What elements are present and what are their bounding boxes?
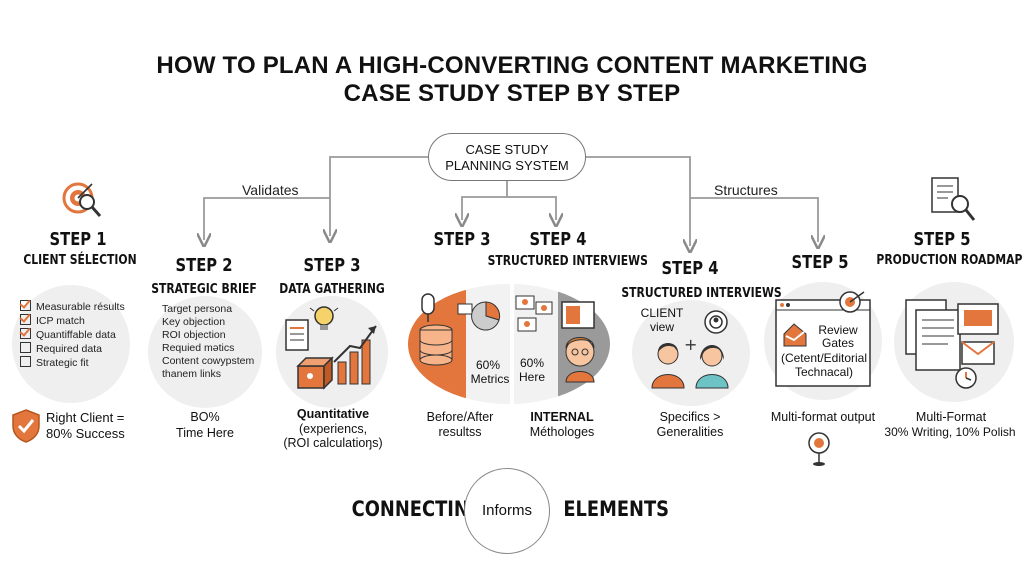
step1-checklist: Measurable résults ICP match Quantiffabl… xyxy=(20,300,125,370)
brief-item: Key objection xyxy=(162,316,226,328)
page-subtitle: CASE STUDY STEP BY STEP xyxy=(343,80,681,107)
people-gear-icon: + xyxy=(651,310,729,389)
hub-to-step4-line xyxy=(586,156,690,246)
step2-name: STRATEGIC BRIEF xyxy=(151,281,257,297)
structures-label: Structures xyxy=(714,182,778,198)
hub-to-mid-step3-line xyxy=(462,181,508,220)
connecting-label: CONNECTING xyxy=(351,497,484,521)
hub-to-step3-line xyxy=(330,156,428,236)
mid-step4-caption-line2: Méthologes xyxy=(529,425,595,439)
mid-step3-pct: 60% xyxy=(475,358,501,372)
checkbox-empty-icon xyxy=(20,342,31,353)
mid-step4-pct-label: Here xyxy=(518,370,545,384)
step3-caption-line3: (ROI calculatioŋs) xyxy=(283,436,383,450)
step2-caption-line1: BO% xyxy=(190,410,220,424)
step4-number: STEP 4 xyxy=(661,258,719,279)
brief-item: Content cowypstem xyxy=(162,355,255,367)
hub-line1: CASE STUDY xyxy=(465,142,549,157)
informs-label: Informs xyxy=(481,502,532,519)
microphone-database-icon xyxy=(419,293,453,366)
mid-step4-caption-line1: INTERNAL xyxy=(530,410,594,424)
mid-step3-number: STEP 3 xyxy=(433,229,491,250)
validates-to-step2-line xyxy=(204,197,330,240)
location-pin-icon xyxy=(808,432,830,466)
data-growth-icon xyxy=(285,306,377,390)
step4-inner-line1: CLIENT xyxy=(640,306,684,320)
document-search-icon xyxy=(931,177,976,221)
step5-inner-line3: (Cetent/Editorial xyxy=(780,351,868,365)
step2-number: STEP 2 xyxy=(175,255,233,276)
structures-to-step5-line xyxy=(690,197,818,242)
target-magnifier-icon xyxy=(62,182,102,217)
step3-caption-line2: (experiencs, xyxy=(298,422,368,436)
step2-circle xyxy=(148,296,262,408)
step4-inner-line2: view xyxy=(649,320,674,334)
brief-item: ROI objection xyxy=(162,329,226,341)
checkbox-checked-icon xyxy=(20,328,31,339)
checklist-item: Measurable résults xyxy=(20,300,125,314)
checklist-item: Quantiffable data xyxy=(20,328,125,342)
step3-caption-line1: Quantitative xyxy=(296,407,370,421)
step1-icon xyxy=(58,178,106,222)
page-title: HOW TO PLAN A HIGH-CONVERTING CONTENT MA… xyxy=(156,52,868,79)
interview-person-icon xyxy=(561,301,595,383)
hub-line2: PLANNING SYSTEM xyxy=(445,158,569,173)
shield-check-icon xyxy=(12,409,40,443)
step5-inner-line1: Review xyxy=(818,323,858,337)
step5-number: STEP 5 xyxy=(791,252,849,273)
mid-step4-number: STEP 4 xyxy=(529,229,587,250)
step1-caption-line1: Right Client = xyxy=(46,410,125,425)
step2-caption-line2: Time Here xyxy=(176,426,234,440)
step5b-caption-line1: Multi-Format xyxy=(915,410,987,424)
planning-system-hub: CASE STUDY PLANNING SYSTEM xyxy=(428,133,586,181)
informs-circle: Informs xyxy=(464,468,550,554)
documents-icon xyxy=(905,299,999,389)
step1-name: CLIENT SÉLECTION xyxy=(23,252,137,268)
step4-caption-line2: Generalities xyxy=(656,425,724,439)
checkbox-empty-icon xyxy=(20,356,31,367)
validates-label: Validates xyxy=(242,182,299,198)
checklist-item: ICP match xyxy=(20,314,125,328)
step5-caption-line1: Multi-format output xyxy=(770,410,876,424)
checklist-item: Strategic fit xyxy=(20,356,125,370)
step1-caption-line2: 80% Success xyxy=(46,426,125,441)
step3-name: DATA GATHERING xyxy=(279,281,385,297)
brief-item: thanem links xyxy=(162,368,221,380)
step4-caption-line1: Specifics > xyxy=(659,410,721,424)
step1-number: STEP 1 xyxy=(49,229,107,250)
split-circle-panel xyxy=(408,284,610,404)
svg-text:+: + xyxy=(684,335,697,354)
mid-step4-pct: 60% xyxy=(519,356,545,370)
checkbox-checked-icon xyxy=(20,300,31,311)
step2-item-list: Target persona Key objection ROI objecti… xyxy=(162,303,254,381)
mid-step3-caption-line1: Before/After xyxy=(426,410,494,424)
review-gates-icon xyxy=(775,291,871,387)
step5-inner-line4: Technacal) xyxy=(794,365,854,379)
step5-inner-line2: Gates xyxy=(821,336,854,350)
elements-label: ELEMENTS xyxy=(563,497,670,521)
checklist-item: Required data xyxy=(20,342,125,356)
brief-item: Target persona xyxy=(162,303,233,315)
hub-to-mid-step4-line xyxy=(507,196,556,220)
mid-step4-name: STRUCTURED INTERVIEWS xyxy=(487,253,648,269)
step5b-number: STEP 5 xyxy=(913,229,971,250)
step4-name: STRUCTURED INTERVIEWS xyxy=(621,285,782,301)
mid-step3-caption-line2: resultss xyxy=(438,425,482,439)
step1-circle xyxy=(12,285,130,403)
step3-number: STEP 3 xyxy=(303,255,361,276)
step5b-name: PRODUCTION ROADMAP xyxy=(876,252,1023,268)
brief-item: Requied mətics xyxy=(162,342,235,354)
mid-step3-pct-label: Metrics xyxy=(470,372,510,386)
checkbox-checked-icon xyxy=(20,314,31,325)
step5b-caption-line2: 30% Writing, 10% Polish xyxy=(884,425,1016,439)
